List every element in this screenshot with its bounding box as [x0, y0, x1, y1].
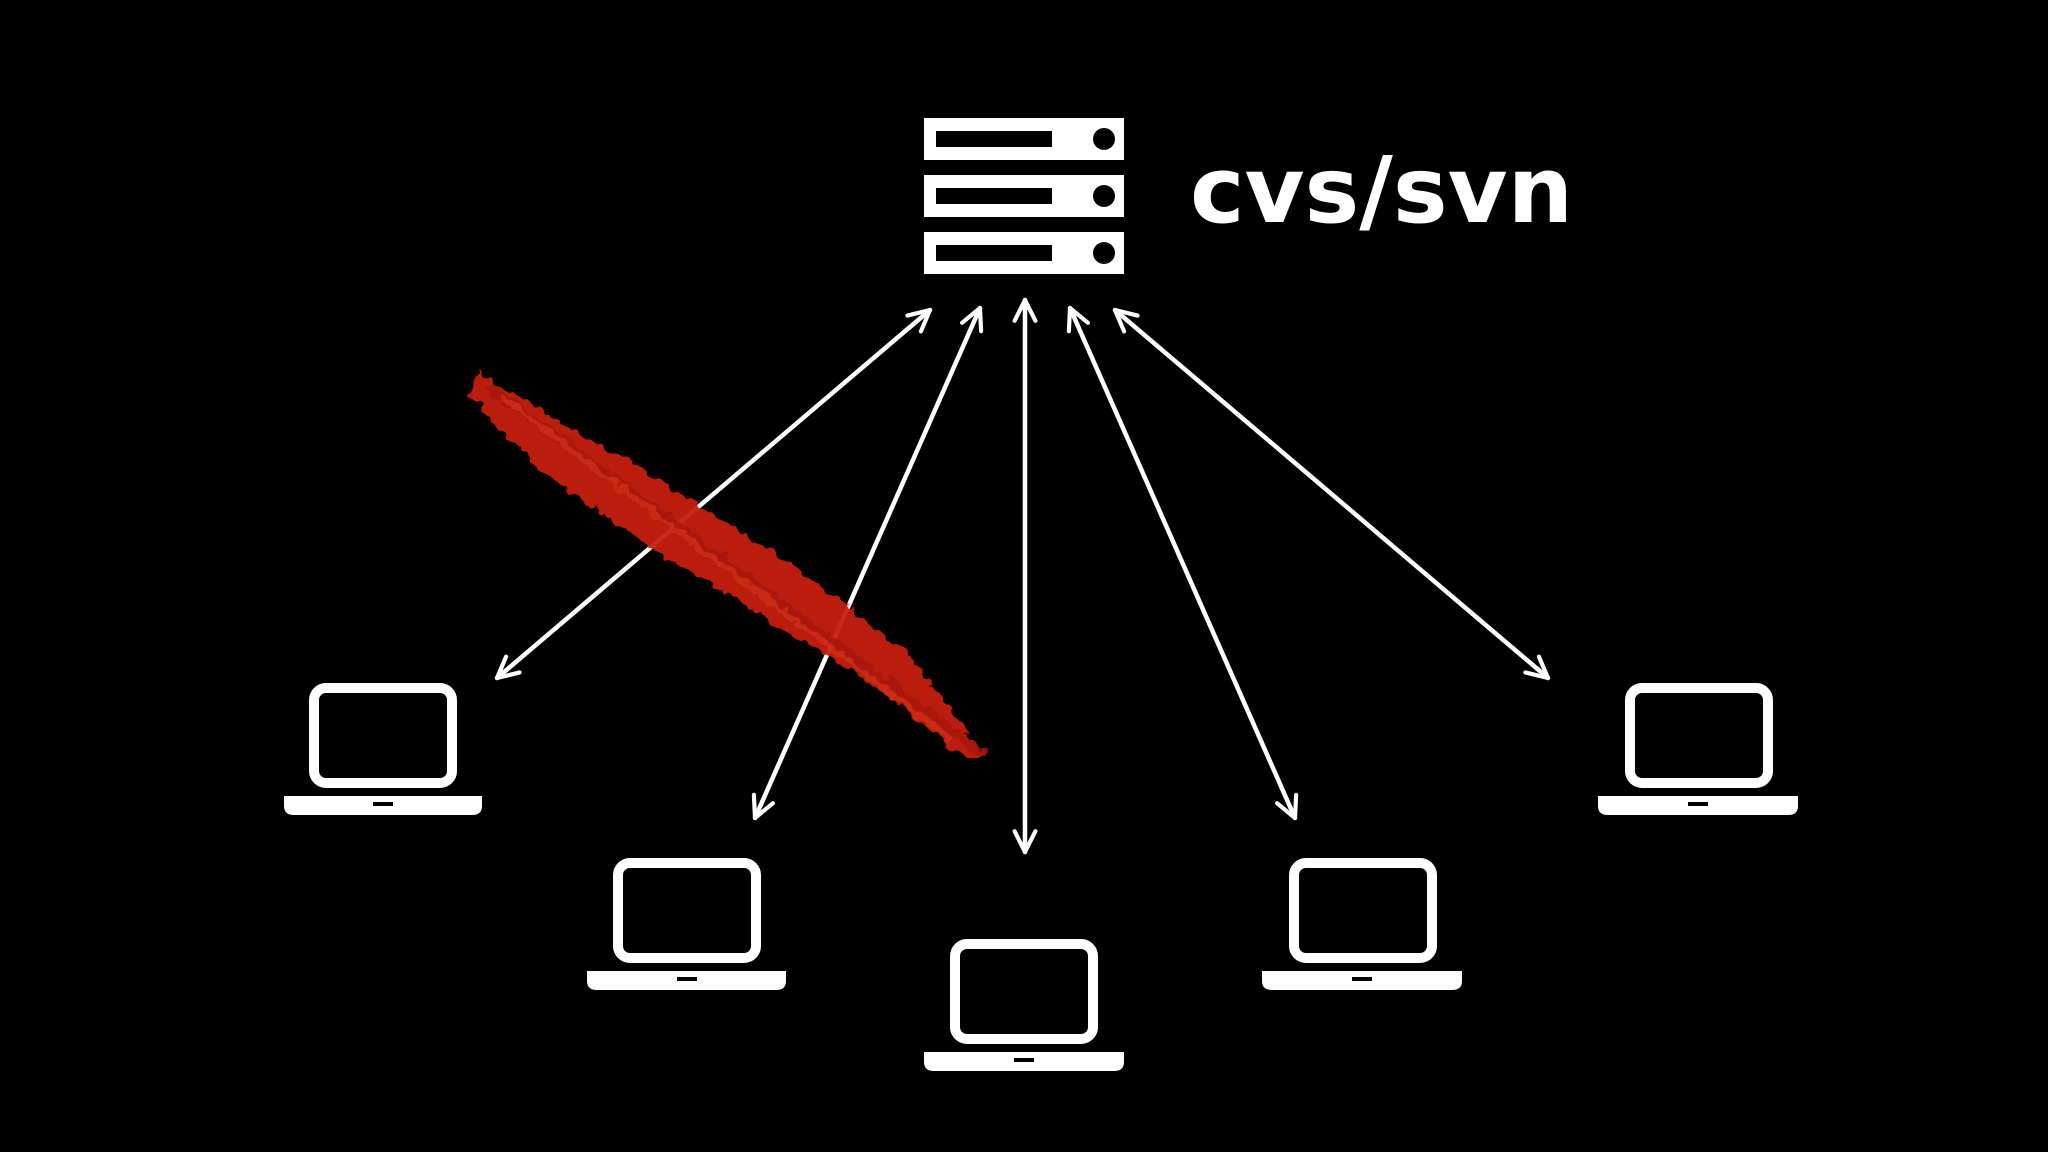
- server-unit: [924, 175, 1124, 217]
- connection-arrow: [1112, 307, 1551, 681]
- laptop-icon: [284, 683, 482, 815]
- red-strike-mark: [468, 372, 985, 760]
- laptop-icon: [924, 939, 1124, 1071]
- server-unit: [924, 232, 1124, 274]
- connection-arrow: [1066, 305, 1299, 821]
- laptop-icon: [1262, 858, 1462, 990]
- connection-arrow: [751, 305, 984, 821]
- server-unit: [924, 118, 1124, 160]
- connections: [494, 297, 1551, 855]
- laptop-icon: [1598, 683, 1798, 815]
- server-rack-icon: [924, 118, 1124, 274]
- server-label: cvs/svn: [1190, 137, 1573, 244]
- laptop-icon: [587, 858, 786, 990]
